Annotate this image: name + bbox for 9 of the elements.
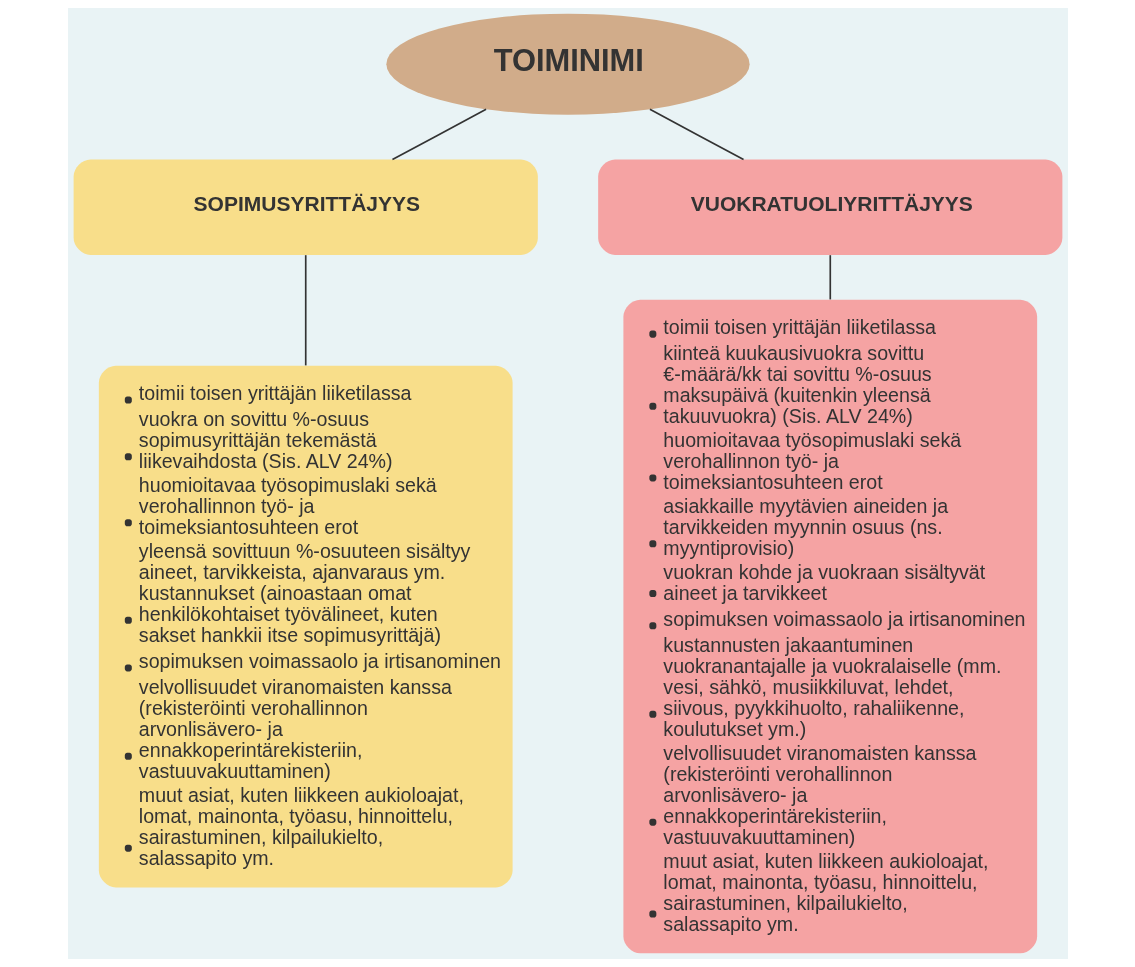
node-ellipse: TOIMINIMI bbox=[385, 13, 750, 115]
node-box: toimii toisen yrittäjän liiketilassa kiinteä kuukausivuokra sovittu €-määrä/kk tai sovittu %-osuus maksupäivä (kuitenkin yleensä takuuvuokra) (Sis. ALV 24%) huomioitavaa työsopimuslaki sekä verohallinnon työ- ja toimeksiantosuhteen erot asiakkaille myytävien aineiden ja tarvikkeiden myynnin osuus (ns. myyntiprovisio) vuokran kohde ja vuokraan sisältyvät aineet ja tarvikkeet sopimuksen voimassaolo ja irtisanominen kustannusten jakaantuminen vuokranantajalle ja vuokralaiselle (mm. vesi, sähkö, musiikkiluvat, lehdet, siivous, pyykkihuolto, rahaliikenne, koulutukset ym.) velvollisuudet viranomaisten kanssa (rekisteröinti verohallinnon arvonlisävero- ja ennakkoperintärekisteriin, vastuuvakuuttaminen) muut asiat, kuten liikkeen aukioloajat, lomat, mainonta, työasu, hinnoittelu, sairastuminen, kilpailukielto, salassapito ym. bbox=[622, 299, 1037, 954]
connector bbox=[304, 254, 307, 367]
connector bbox=[648, 108, 744, 161]
node-box: SOPIMUSYRITTÄJYYS bbox=[73, 159, 538, 255]
connector bbox=[391, 108, 487, 161]
node-box: VUOKRATUOLIYRITTÄJYYS bbox=[597, 159, 1062, 255]
node-box: toimii toisen yrittäjän liiketilassa vuokra on sovittu %-osuus sopimusyrittäjän tekemästä liikevaihdosta (Sis. ALV 24%) huomioitavaa työsopimuslaki sekä verohallinnon työ- ja toimeksiantosuhteen erot yleensä sovittuun %-osuuteen sisältyy aineet, tarvikkeista, ajanvaraus ym. kustannukset (ainoastaan omat henkilökohtaiset työvälineet, kuten sakset hankkii itse sopimusyrittäjä) sopimuksen voimassaolo ja irtisanominen velvollisuudet viranomaisten kanssa (rekisteröinti verohallinnon arvonlisävero- ja ennakkoperintärekisteriin, vastuuvakuuttaminen) muut asiat, kuten liikkeen aukioloajat, lomat, mainonta, työasu, hinnoittelu, sairastuminen, kilpailukielto, salassapito ym. bbox=[98, 365, 513, 888]
connector bbox=[828, 254, 831, 301]
